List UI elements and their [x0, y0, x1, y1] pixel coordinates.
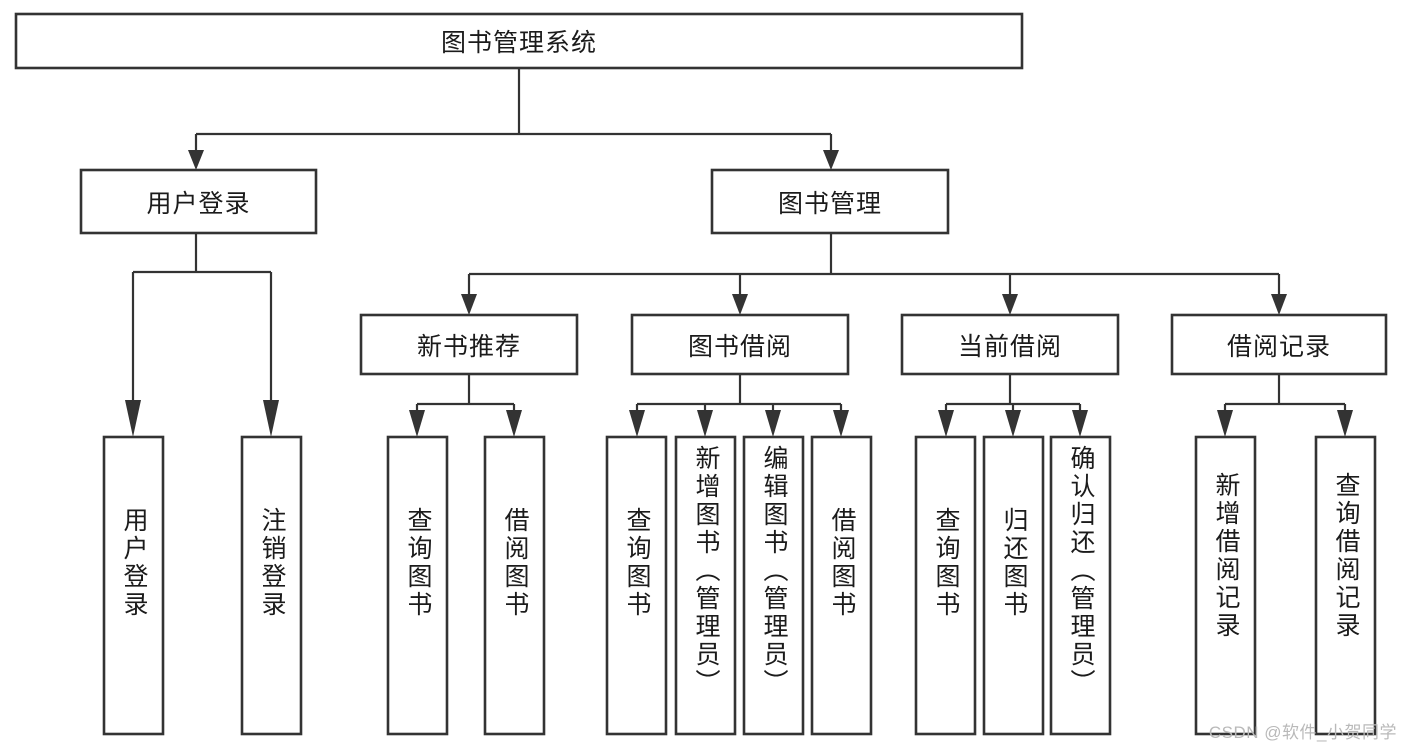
arrow-bm-to-new-book-recommend	[461, 294, 477, 315]
node-box-borrow-record[interactable]	[1170, 313, 1388, 376]
arrow-nbr-leaf-2	[506, 410, 522, 437]
arrow-bb-leaf-4	[833, 410, 849, 437]
node-box-leaf-borrow-book-2[interactable]	[810, 435, 873, 736]
node-box-leaf-confirm-return[interactable]	[1049, 435, 1112, 736]
node-box-user-login[interactable]	[79, 168, 318, 235]
node-box-leaf-add-record[interactable]	[1194, 435, 1257, 736]
boxes-group	[14, 12, 1388, 736]
arrow-cb-leaf-3	[1072, 410, 1088, 437]
arrow-bm-to-current-borrow	[1002, 294, 1018, 315]
node-box-leaf-query-book-3[interactable]	[914, 435, 977, 736]
arrow-bm-to-book-borrow	[732, 294, 748, 315]
arrow-root-to-book-management	[823, 150, 839, 170]
node-box-book-management[interactable]	[710, 168, 950, 235]
arrow-cb-leaf-1	[938, 410, 954, 437]
arrow-nbr-leaf-1	[409, 410, 425, 437]
node-box-leaf-return-book[interactable]	[982, 435, 1045, 736]
arrow-bm-to-borrow-record	[1271, 294, 1287, 315]
node-box-leaf-logout-login[interactable]	[240, 435, 303, 736]
arrow-bb-leaf-3	[765, 410, 781, 437]
node-box-leaf-edit-book[interactable]	[742, 435, 805, 736]
node-box-book-borrow[interactable]	[630, 313, 850, 376]
node-box-new-book-recommend[interactable]	[359, 313, 579, 376]
node-box-leaf-user-login[interactable]	[102, 435, 165, 736]
node-box-leaf-add-book[interactable]	[674, 435, 737, 736]
arrow-br-leaf-2	[1337, 410, 1353, 437]
watermark-text: CSDN @软件_小贺同学	[1208, 723, 1397, 742]
arrow-cb-leaf-2	[1005, 410, 1021, 437]
arrow-user-login-leaf-1	[125, 400, 141, 437]
arrow-br-leaf-1	[1217, 410, 1233, 437]
node-box-leaf-borrow-book-1[interactable]	[483, 435, 546, 736]
connectors-group	[125, 68, 1353, 437]
arrow-root-to-user-login	[188, 150, 204, 170]
node-box-leaf-query-book-1[interactable]	[386, 435, 449, 736]
arrow-bb-leaf-2	[697, 410, 713, 437]
arrow-bb-leaf-1	[629, 410, 645, 437]
arrow-user-login-leaf-2	[263, 400, 279, 437]
node-box-current-borrow[interactable]	[900, 313, 1120, 376]
node-box-root[interactable]	[14, 12, 1024, 70]
node-box-leaf-query-record[interactable]	[1314, 435, 1377, 736]
node-box-leaf-query-book-2[interactable]	[605, 435, 668, 736]
